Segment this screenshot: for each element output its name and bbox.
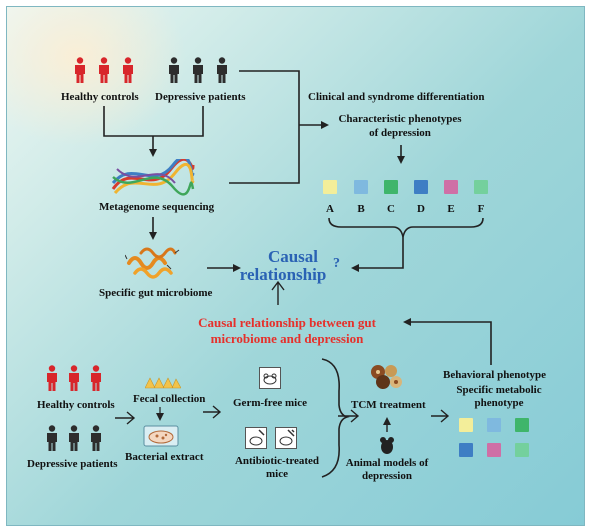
bacterial-extract-label: Bacterial extract <box>125 451 204 463</box>
causal-between-line1: Causal relationship between gut <box>198 315 376 330</box>
metagenome-sequencing-label: Metagenome sequencing <box>99 201 215 213</box>
phenotype-square-f <box>474 180 488 194</box>
fecal-sample-icon <box>145 377 181 389</box>
depressed-person-icon <box>193 57 203 83</box>
metabolic-square <box>487 443 501 457</box>
phenotype-label-c: C <box>387 203 395 215</box>
causal-between-line2: microbiome and depression <box>210 331 364 346</box>
germ-free-mice-label: Germ-free mice <box>233 397 307 409</box>
dna-sequencing-icon <box>111 159 195 196</box>
antibiotic-line1: Antibiotic-treated <box>234 455 320 467</box>
tcm-herbs-icon <box>371 365 402 389</box>
top-healthy-controls-label: Healthy controls <box>61 91 139 103</box>
phenotype-square-c <box>384 180 398 194</box>
depressed-person-icon <box>91 425 101 451</box>
phenotype-square-e <box>444 180 458 194</box>
causal-line2: relationship <box>239 265 327 284</box>
phenotypes-line2: of depression <box>369 127 431 139</box>
antibiotic-line2: mice <box>266 468 288 480</box>
healthy-person-icon <box>75 57 85 83</box>
mouse-icon <box>380 437 394 454</box>
depressed-person-icon <box>47 425 57 451</box>
phenotype-square-d <box>414 180 428 194</box>
bacteria-icon <box>125 247 180 279</box>
healthy-person-icon <box>69 365 79 391</box>
animal-models-line2: depression <box>362 470 412 482</box>
phenotype-label-d: D <box>417 203 425 215</box>
clinical-differentiation-label: Clinical and syndrome differentiation <box>308 91 485 103</box>
metabolic-square <box>487 418 501 432</box>
animal-models-line1: Animal models of <box>345 457 429 469</box>
top-depressive-patients-label: Depressive patients <box>155 91 246 103</box>
phenotype-label-e: E <box>447 203 455 215</box>
bacterial-extract-icon <box>143 425 179 447</box>
metabolic-line1: Specific metabolic <box>456 384 542 396</box>
metabolic-square <box>459 418 473 432</box>
background-glow <box>7 7 187 147</box>
metabolic-square <box>515 418 529 432</box>
antibiotic-mouse-icon <box>245 427 267 449</box>
metabolic-square <box>459 443 473 457</box>
diagram-frame: Healthy controls Depressive patients Met… <box>6 6 585 526</box>
phenotype-square-a <box>323 180 337 194</box>
metabolic-square <box>515 443 529 457</box>
syringe-mouse-icon <box>275 427 297 449</box>
phenotype-square-b <box>354 180 368 194</box>
phenotype-label-b: B <box>357 203 365 215</box>
healthy-person-icon <box>47 365 57 391</box>
fecal-collection-label: Fecal collection <box>133 393 206 405</box>
metabolic-line2: phenotype <box>474 397 524 409</box>
depressed-person-icon <box>169 57 179 83</box>
phenotype-label-a: A <box>326 203 334 215</box>
connector-arrows <box>103 70 492 478</box>
healthy-person-icon <box>123 57 133 83</box>
germ-free-mouse-icon <box>259 367 281 389</box>
causal-question-mark: ? <box>333 256 340 271</box>
depressed-person-icon <box>217 57 227 83</box>
healthy-person-icon <box>99 57 109 83</box>
specific-gut-microbiome-label: Specific gut microbiome <box>99 287 213 299</box>
phenotype-label-f: F <box>477 203 485 215</box>
causal-line1: Causal <box>267 247 319 266</box>
behavioral-phenotype-label: Behavioral phenotype <box>443 369 546 381</box>
bottom-healthy-controls-label: Healthy controls <box>37 399 115 411</box>
bottom-depressive-patients-label: Depressive patients <box>27 458 118 470</box>
depressed-person-icon <box>69 425 79 451</box>
healthy-person-icon <box>91 365 101 391</box>
tcm-treatment-label: TCM treatment <box>351 399 426 411</box>
phenotypes-line1: Characteristic phenotypes <box>338 113 462 125</box>
